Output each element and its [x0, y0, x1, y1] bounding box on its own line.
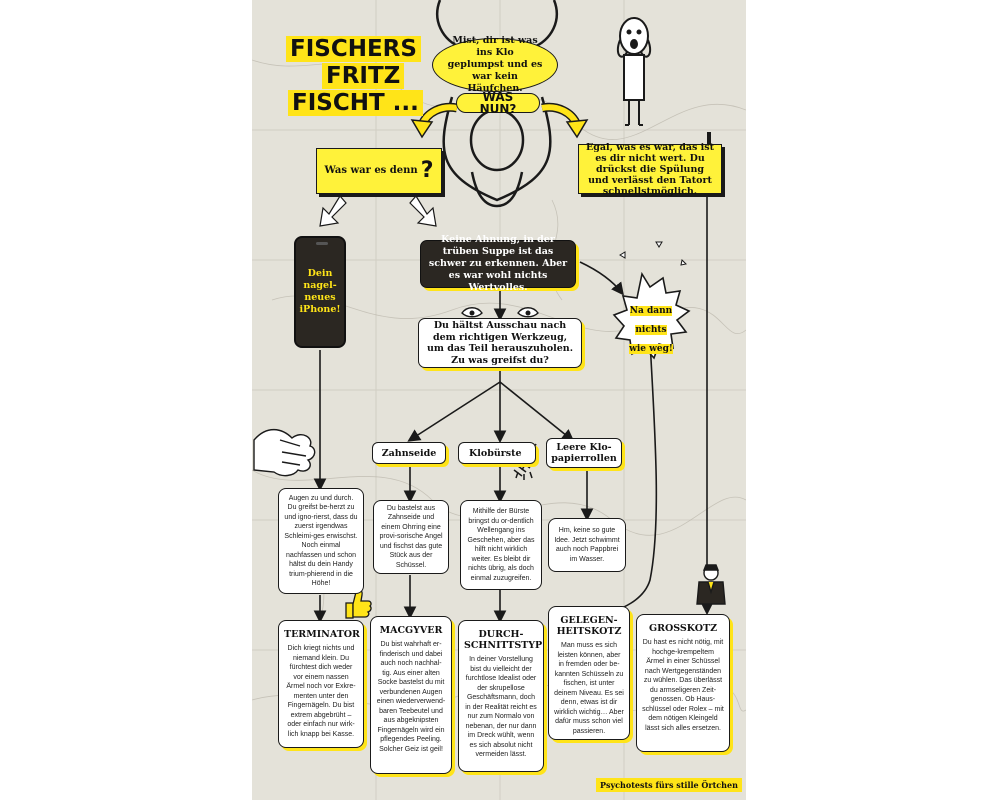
result-grosskotz: GROSSKOTZ Du hast es nicht nötig, mit ho… — [636, 614, 730, 752]
step-hand-text: Augen zu und durch. Du greifst be-herzt … — [284, 494, 358, 588]
step-rollen: Hm, keine so gute Idee. Jetzt schwimmt a… — [548, 518, 626, 572]
result-durchschnittstyp-title: DURCH-SCHNITTSTYP — [464, 629, 543, 651]
tool-zahnseide-label: Zahnseide — [381, 447, 437, 459]
result-gelegenheitskotz: GELEGEN-HEITSKOTZ Man muss es sich leist… — [548, 606, 630, 740]
hand-illustration — [253, 428, 316, 477]
poster-title: FISCHERS FRITZ FISCHT ... — [286, 36, 423, 117]
title-line-3: FISCHT ... — [288, 90, 423, 116]
result-durchschnittstyp-text: In deiner Vorstellung bist du vielleicht… — [465, 656, 537, 758]
branch-right-text: Egal, was es war, das ist es dir nicht w… — [585, 141, 714, 197]
result-durchschnittstyp: DURCH-SCHNITTSTYP In deiner Vorstellung … — [458, 620, 544, 772]
title-line-2: FRITZ — [322, 63, 405, 89]
phone-text: Dein nagel-neues iPhone! — [299, 268, 341, 315]
tool-klopapierrollen-label: Leere Klo-papierrollen — [551, 442, 617, 464]
businessman-illustration — [696, 564, 726, 605]
step-hand: Augen zu und durch. Du greifst be-herzt … — [278, 488, 364, 594]
result-terminator-text: Dich kriegt nichts und niemand klein. Du… — [286, 645, 356, 738]
gone-node: Na dann nichts wie weg! — [626, 298, 676, 355]
phone-node: Dein nagel-neues iPhone! — [294, 236, 346, 348]
result-macgyver-text: Du bist wahrhaft er-finderisch und dabei… — [376, 641, 446, 753]
tool-klopapierrollen: Leere Klo-papierrollen — [546, 438, 622, 468]
thumbs-up-illustration — [345, 589, 372, 619]
unknown-text: Keine Ahnung, in der trüben Suppe ist da… — [428, 234, 568, 293]
unknown-node: Keine Ahnung, in der trüben Suppe ist da… — [420, 234, 576, 293]
title-line-1: FISCHERS — [286, 36, 421, 62]
tool-question-node: Du hältst Ausschau nach dem richtigen We… — [418, 318, 582, 368]
result-grosskotz-text: Du hast es nicht nötig, mit hochge-kremp… — [642, 639, 724, 732]
question-mark-icon: ? — [420, 158, 434, 183]
scared-figure-illustration — [616, 17, 652, 126]
result-macgyver-title: MACGYVER — [379, 625, 443, 636]
tool-zahnseide: Zahnseide — [372, 442, 446, 464]
branch-left-text: Was war es denn — [324, 165, 418, 176]
result-gelegenheitskotz-text: Man muss es sich leisten können, aber in… — [554, 642, 624, 735]
result-terminator: TERMINATOR Dich kriegt nichts und nieman… — [278, 620, 364, 748]
start-text: Mist, dir ist was ins Klo geplumpst und … — [447, 35, 543, 94]
tool-klobuerste-label: Klobürste — [469, 447, 522, 459]
step-rollen-text: Hm, keine so gute Idee. Jetzt schwimmt a… — [554, 527, 620, 563]
step-klobuerste-text: Mithilfe der Bürste bringst du or-dentli… — [467, 508, 535, 582]
tool-question-text: Du hältst Ausschau nach dem richtigen We… — [426, 320, 574, 366]
phone-notch-icon — [316, 242, 328, 245]
result-grosskotz-title: GROSSKOTZ — [648, 623, 718, 634]
start-node: Mist, dir ist was ins Klo geplumpst und … — [432, 35, 558, 94]
result-gelegenheitskotz-title: GELEGEN-HEITSKOTZ — [556, 615, 622, 637]
footer-label: Psychotests fürs stille Örtchen — [596, 778, 742, 792]
result-macgyver: MACGYVER Du bist wahrhaft er-finderisch … — [370, 616, 452, 774]
question-node: WAS NUN? — [456, 90, 540, 116]
step-zahnseide-text: Du bastelst aus Zahnseide und einem Ohrr… — [379, 504, 443, 569]
gone-text: Na dann nichts wie weg! — [629, 306, 673, 354]
tool-klobuerste: Klobürste — [458, 442, 536, 464]
result-terminator-title: TERMINATOR — [284, 629, 360, 640]
step-zahnseide: Du bastelst aus Zahnseide und einem Ohrr… — [373, 500, 449, 574]
question-text: WAS NUN? — [479, 90, 517, 116]
flowchart-poster: FISCHERS FRITZ FISCHT ... Mist, dir ist … — [252, 0, 746, 800]
branch-right-node: Egal, was es war, das ist es dir nicht w… — [578, 141, 722, 197]
branch-left-node: Was war es denn ? — [316, 148, 442, 194]
step-klobuerste: Mithilfe der Bürste bringst du or-dentli… — [460, 500, 542, 590]
